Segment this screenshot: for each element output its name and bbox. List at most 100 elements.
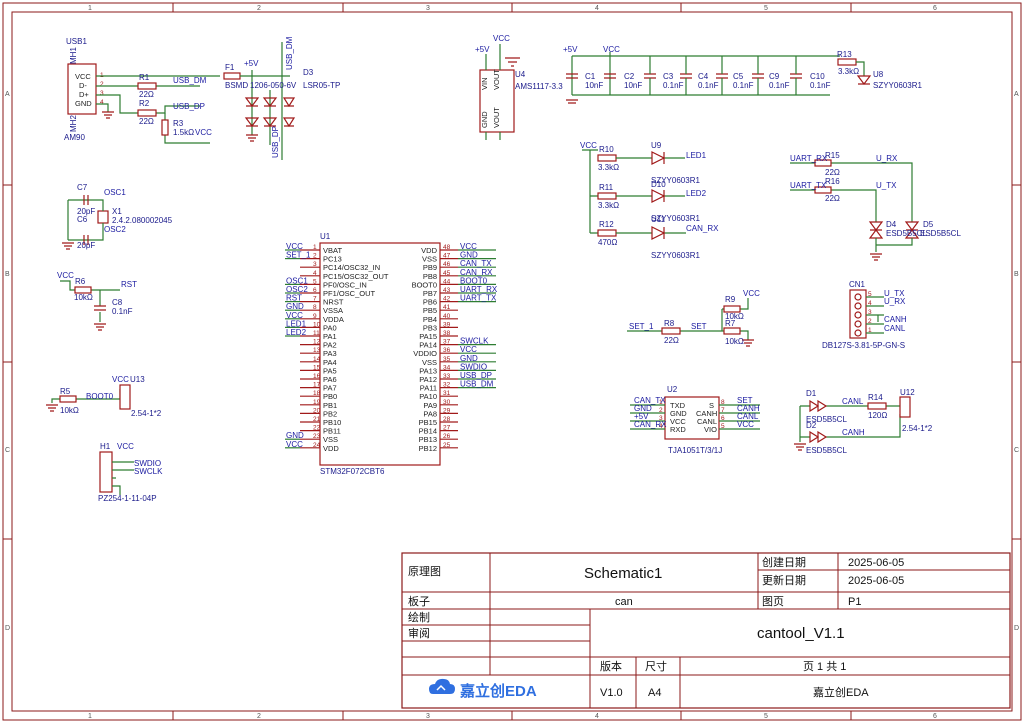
net-vcc-caps: VCC	[603, 45, 620, 54]
tb-schematic-label: 原理图	[408, 565, 441, 578]
net-u-rx-cn1: U_RX	[884, 297, 906, 306]
x1-osc2: OSC2	[104, 225, 126, 234]
usb1-mh1: MH1	[69, 47, 78, 64]
u1-pin-name-left: PB0	[323, 392, 337, 401]
u1-pinno-right: 48	[443, 244, 451, 251]
u1-right-net-label: VCC	[460, 242, 477, 251]
u1-pinno-right: 45	[443, 270, 451, 277]
u1-pinno-left: 19	[313, 399, 321, 406]
u1-pin-name-right: PA14	[419, 341, 437, 350]
d4-ref: D4	[886, 220, 897, 229]
r1-ref: R1	[139, 73, 150, 82]
u1-right-net-label: GND	[460, 251, 478, 260]
zone-col-1-bottom: 1	[88, 713, 92, 720]
d3-extra: 1206-050-6V	[250, 81, 297, 90]
power-led[interactable]: R13 3.3kΩ U8 SZYY0603R1	[837, 50, 922, 90]
u1-right-net-label: CAN_TX	[460, 259, 492, 268]
set-circuit: SET_1 R8 22Ω SET R9 10kΩ VCC R7 10kΩ	[627, 289, 760, 347]
u1-pinno-right: 36	[443, 347, 451, 354]
net-vcc-rst: VCC	[57, 271, 74, 280]
d5-ref: D5	[923, 220, 934, 229]
usb-wiring	[96, 75, 220, 144]
r13-ref: R13	[837, 50, 852, 59]
u1-pin-name-left: PC15/OSC32_OUT	[323, 272, 389, 281]
zone-col-4-bottom: 4	[595, 713, 599, 720]
c7-ref: C7	[77, 183, 88, 192]
u1-pinno-left: 23	[313, 433, 321, 440]
u1-left-net-label: VCC	[286, 311, 303, 320]
u1-pinno-left: 9	[313, 313, 317, 320]
net-vcc-u13: VCC	[112, 375, 129, 384]
h1-ref: H1	[100, 442, 111, 451]
c4-value: 0.1nF	[698, 81, 719, 90]
zone-labels: 1 2 3 4 5 6 1 2 3 4 5 6 A B C D A B C D	[5, 5, 1019, 720]
usb1-mh2: MH2	[69, 115, 78, 132]
u1-right-net-label: SWCLK	[460, 337, 489, 346]
u1-right-net-label: GND	[460, 354, 478, 363]
r6-value: 10kΩ	[74, 293, 93, 302]
u1-pinno-left: 18	[313, 390, 321, 397]
cn1-terminal[interactable]: CN1 DB127S-3.81-5P-GN-S 5 4 3 2 1 U_TX U…	[822, 280, 907, 350]
u1-pin-name-right: PB4	[423, 315, 437, 324]
r10-ref: R10	[599, 145, 614, 154]
u1-pinno-left: 14	[313, 356, 321, 363]
u4-ldo[interactable]: +5V VCC U4 AMS1117-3.3 VIN VOUT GND VOUT	[475, 34, 563, 140]
r2-ref: R2	[139, 99, 150, 108]
c10-value: 0.1nF	[810, 81, 831, 90]
net-set-1: SET_1	[629, 322, 654, 331]
h1-swd-header[interactable]: H1 VCC SWDIO SWCLK PZ254-1-11-04P	[98, 442, 163, 503]
u1-pinno-left: 13	[313, 347, 321, 354]
u1-pinno-right: 43	[443, 287, 451, 294]
net-can-tx-u2: CAN_TX	[634, 396, 666, 405]
u1-pin-name-left: PC14/OSC32_IN	[323, 263, 380, 272]
r10-value: 3.3kΩ	[598, 163, 619, 172]
u1-pin-name-left: PA2	[323, 341, 337, 350]
u1-pin-name-left: PA7	[323, 384, 337, 393]
d10-ref: D10	[651, 180, 666, 189]
u9-value: SZYY0603R1	[651, 176, 700, 185]
u1-left-net-label: VCC	[286, 242, 303, 251]
u1-pin-name-left: PB11	[323, 427, 341, 436]
r5-value: 10kΩ	[60, 406, 79, 415]
uart-esd: UART_RX UART_TX R15 22Ω R16 22Ω U_RX U_T…	[790, 151, 961, 261]
zone-col-4: 4	[595, 5, 599, 12]
u1-pin-name-right: VSS	[422, 358, 437, 367]
c9-value: 0.1nF	[769, 81, 790, 90]
u1-pinno-left: 20	[313, 407, 321, 414]
u1-pin-name-left: VDDA	[323, 315, 344, 324]
net-gnd-u2: GND	[634, 404, 652, 413]
d3-tvs-array[interactable]: +5V D3 LSR05-TP 1206-050-6V USB_DM USB_D…	[240, 36, 340, 160]
u1-pin-name-left: VSSA	[323, 306, 343, 315]
u1-pinno-right: 41	[443, 304, 451, 311]
net-u-tx-cn1: U_TX	[884, 289, 905, 298]
decoupling-caps	[566, 52, 840, 104]
u1-left-net-label: OSC1	[286, 276, 308, 285]
u2-pinno-3: 3	[659, 415, 663, 422]
usb1-pinno-2: 2	[100, 81, 104, 88]
u1-pinno-left: 4	[313, 270, 317, 277]
u1-pinno-right: 40	[443, 313, 451, 320]
tb-draw-label: 绘制	[408, 610, 430, 624]
net-u-rx: U_RX	[876, 154, 898, 163]
net-swclk-h1: SWCLK	[134, 467, 163, 476]
net-5v-caps: +5V	[563, 45, 578, 54]
u2-can-transceiver[interactable]: U2 TJA1051T/3/1J TXD GND VCC RXD S CANH …	[630, 385, 760, 455]
u1-right-net-label: USB_DM	[460, 380, 494, 389]
u1-pinno-right: 28	[443, 416, 451, 423]
u1-pinno-left: 11	[313, 330, 320, 337]
r8-value: 22Ω	[664, 336, 679, 345]
usb1-connector[interactable]: USB1 MH1 MH2 AM90 VCC D- D+ GND 1 2 3 4	[64, 37, 104, 142]
u1-right-net-label: UART_TX	[460, 294, 497, 303]
zone-row-c: C	[5, 447, 10, 454]
u1-ref: U1	[320, 232, 331, 241]
net-set-u2: SET	[737, 396, 753, 405]
r12-value: 470Ω	[598, 238, 617, 247]
u1-value: STM32F072CBT6	[320, 467, 385, 476]
u2-pin-rxd: RXD	[670, 425, 686, 434]
tb-page-label: 图页	[762, 595, 784, 608]
u12-ref: U12	[900, 388, 915, 397]
title-block: 原理图 Schematic1 板子 can 绘制 审阅 创建日期 2025-06…	[401, 552, 1011, 709]
u1-pin-name-left: PC13	[323, 255, 342, 264]
net-vcc-r9: VCC	[743, 289, 760, 298]
